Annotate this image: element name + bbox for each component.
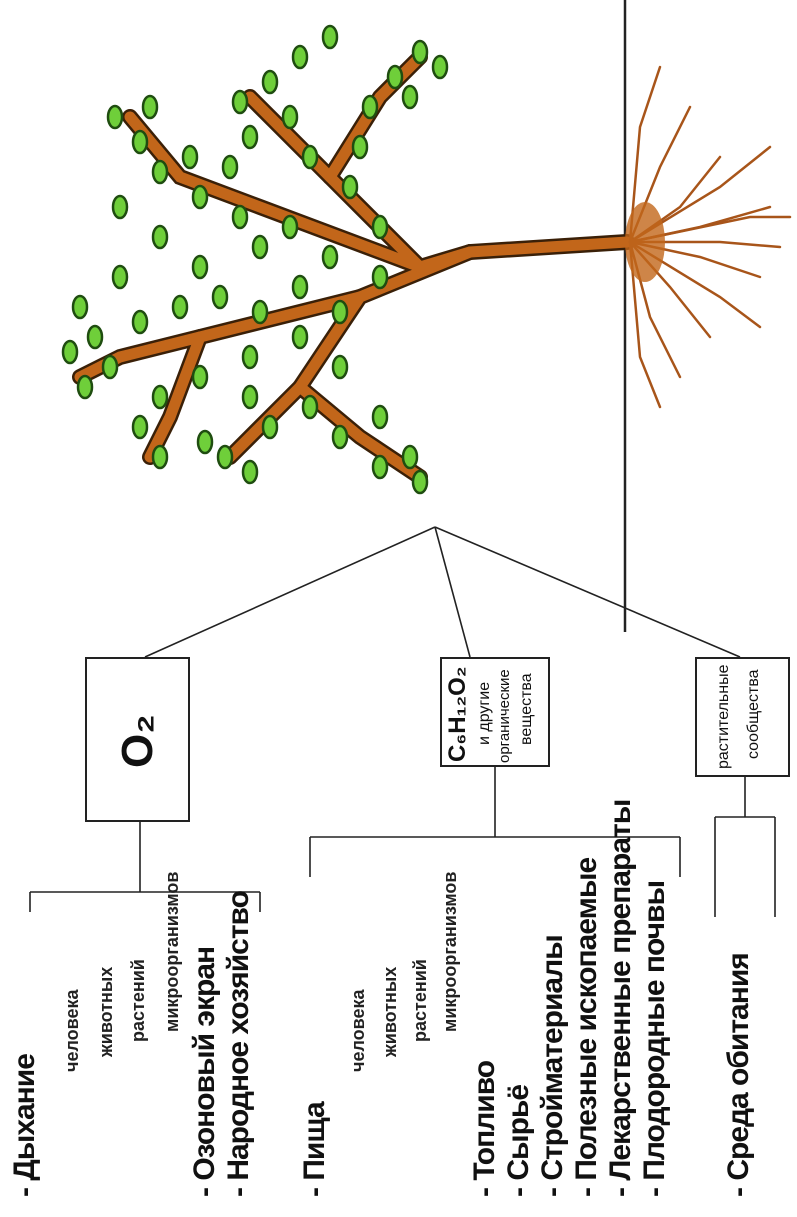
organic-substances-box: C₆H₁₂O₂ и другие органические вещества <box>440 657 550 767</box>
food-sub-microorganisms: микроорганизмов <box>440 872 461 1032</box>
organic-line3: вещества <box>518 673 536 745</box>
glucose-formula: C₆H₁₂O₂ <box>444 667 472 762</box>
o2-box: O₂ <box>85 657 190 822</box>
tree-illustration <box>63 26 790 493</box>
item-minerals: - Полезные ископаемые <box>570 858 604 1197</box>
item-ozone: - Озоновый экран <box>188 947 222 1197</box>
plant-communities-box: растительные сообщества <box>695 657 790 777</box>
connector-lines <box>145 527 740 657</box>
food-sub-animals: животных <box>380 967 401 1057</box>
item-medicines: - Лекарственные препараты <box>604 800 638 1197</box>
food-sub-plants: растений <box>410 959 431 1042</box>
item-raw-materials: - Сырьё <box>502 1085 536 1197</box>
breathing-sub-human: человека <box>62 989 83 1072</box>
food-sub-human: человека <box>348 989 369 1072</box>
item-fertile-soils: - Плодородные почвы <box>638 881 672 1197</box>
breathing-sub-microorganisms: микроорганизмов <box>162 872 183 1032</box>
communities-line2: сообщества <box>745 669 763 759</box>
item-breathing: - Дыхание <box>8 1054 42 1197</box>
breathing-sub-animals: животных <box>96 967 117 1057</box>
item-fuel: - Топливо <box>468 1061 502 1197</box>
o2-label: O₂ <box>113 714 163 768</box>
organic-line1: и другие <box>476 682 494 745</box>
item-building-materials: - Стройматериалы <box>536 935 570 1197</box>
item-economy: - Народное хозяйство <box>222 891 256 1197</box>
organic-line2: органические <box>496 669 513 763</box>
item-food: - Пища <box>298 1102 332 1197</box>
breathing-sub-plants: растений <box>128 959 149 1042</box>
communities-line1: растительные <box>715 665 733 769</box>
item-habitat: - Среда обитания <box>722 953 756 1197</box>
